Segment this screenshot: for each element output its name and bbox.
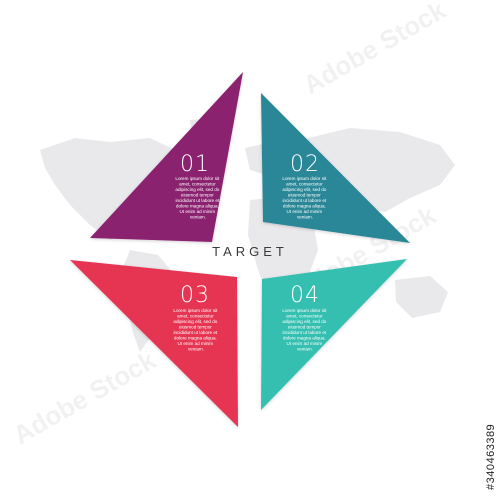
segment-04-shape [261, 259, 407, 410]
segment-02-text: Lorem ipsum dolor sit amet, consectetur … [282, 176, 327, 220]
segment-01-text: Lorem ipsum dolor sit amet, consectetur … [175, 176, 220, 220]
svg-text:Adobe Stock: Adobe Stock [298, 0, 451, 100]
segment-02-shape [261, 93, 410, 243]
segment-01-number: 01 [180, 152, 210, 177]
segment-04-text: Lorem ipsum dolor sit amet, consectetur … [282, 308, 327, 352]
segment-04-number: 04 [290, 283, 320, 308]
stock-id-label: #340463389 [485, 423, 497, 490]
segment-01-shape [90, 72, 243, 242]
center-label: TARGET [212, 244, 288, 259]
map-north-america [40, 138, 185, 240]
segment-03-number: 03 [180, 283, 210, 308]
segment-03-text: Lorem ipsum dolor sit amet, consectetur … [173, 308, 218, 352]
segment-02-number: 02 [290, 152, 320, 177]
map-australia [395, 276, 448, 318]
segment-03-shape [70, 260, 238, 427]
svg-text:Adobe Stock: Adobe Stock [8, 344, 161, 450]
